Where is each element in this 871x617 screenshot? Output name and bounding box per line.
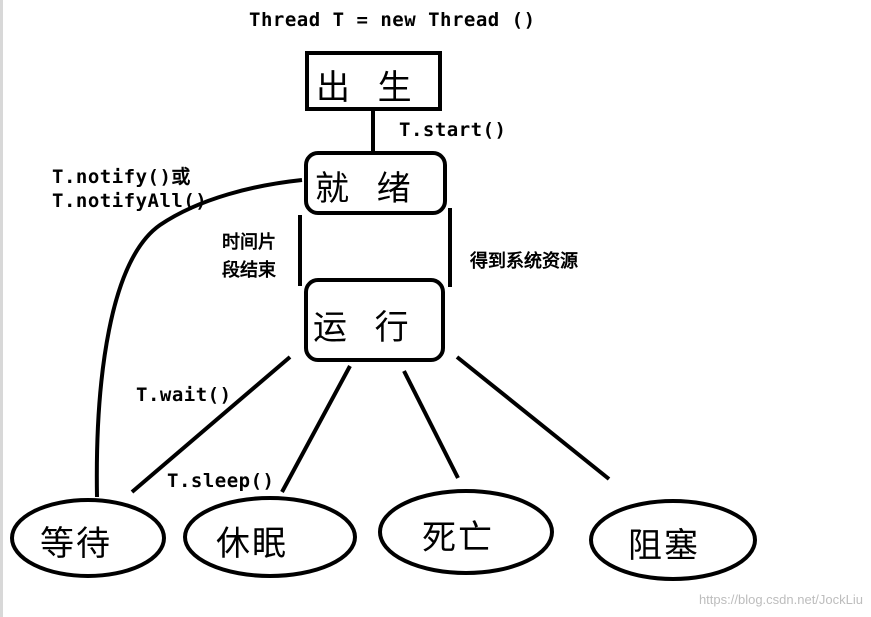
running-node-label: 运 行 — [313, 308, 411, 348]
start-edge-label: T.start() — [399, 119, 507, 141]
sleep-edge-label: T.sleep() — [167, 470, 275, 492]
blocked-node-label: 阻塞 — [628, 526, 700, 566]
edge-sleep — [280, 365, 352, 493]
notify-edge-label-line2: T.notifyAll() — [52, 190, 208, 212]
waiting-node-label: 等待 — [40, 524, 112, 564]
wait-edge-label: T.wait() — [136, 384, 232, 406]
left-border — [0, 0, 3, 617]
sleeping-node-ellipse — [183, 496, 357, 578]
watermark-text: https://blog.csdn.net/JockLiu — [698, 592, 863, 607]
get-resource-edge-label: 得到系统资源 — [470, 251, 578, 272]
sleeping-node-label: 休眠 — [216, 524, 288, 564]
edge-wait — [130, 355, 292, 494]
edge-notify — [94, 178, 303, 498]
blocked-node-ellipse — [589, 499, 757, 581]
waiting-node-ellipse — [10, 498, 166, 578]
birth-node-label: 出 生 — [316, 68, 414, 108]
edge-blocked — [455, 355, 611, 481]
diagram-title: Thread T = new Thread () — [249, 9, 536, 31]
timeslice-edge-label-line2: 段结束 — [222, 260, 276, 281]
running-node-box — [304, 278, 445, 362]
notify-edge-label-line1: T.notify()或 — [52, 166, 191, 188]
ready-node-box — [304, 151, 447, 215]
dead-node-label: 死亡 — [422, 518, 494, 558]
edge-dead — [402, 370, 460, 479]
ready-node-label: 就 绪 — [315, 169, 413, 209]
timeslice-edge-label-line1: 时间片 — [222, 232, 276, 253]
dead-node-ellipse — [378, 489, 554, 575]
